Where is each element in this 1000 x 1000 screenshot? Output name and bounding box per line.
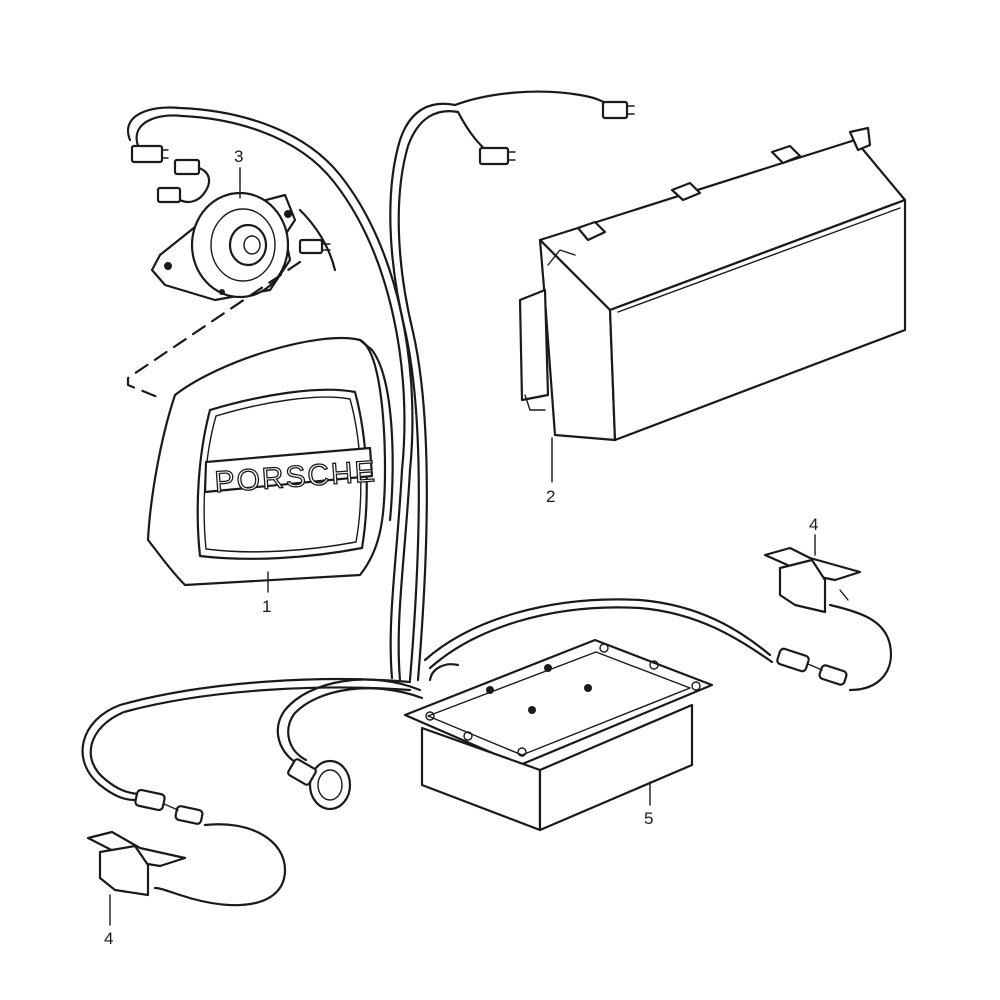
callout-5: 5 [644, 809, 653, 828]
callout-4-right: 4 [809, 515, 818, 534]
clock-spring-contact-unit [126, 191, 302, 400]
wiring-harness [81, 90, 893, 907]
connector-clock-spring [298, 238, 331, 255]
callout-3: 3 [234, 147, 243, 166]
sensor-left [86, 830, 187, 897]
connector-top-left-b [173, 158, 211, 204]
connector-round [287, 758, 352, 811]
connectors [130, 100, 848, 825]
callout-4-left: 4 [104, 929, 113, 948]
passenger-airbag-module [518, 126, 907, 442]
connector-left-pair [134, 788, 204, 825]
steering-wheel-airbag: PORSCHE [146, 336, 394, 587]
callout-1: 1 [262, 597, 271, 616]
callout-2: 2 [546, 487, 555, 506]
sensor-right [763, 546, 862, 614]
connector-right-pair [776, 647, 848, 686]
connector-top-right [601, 100, 635, 120]
connector-top-left-c [156, 186, 182, 204]
callout-leaders [109, 167, 816, 926]
connector-top-middle [478, 146, 516, 166]
airbag-control-unit [403, 638, 714, 832]
connector-top-left-a [130, 144, 169, 164]
